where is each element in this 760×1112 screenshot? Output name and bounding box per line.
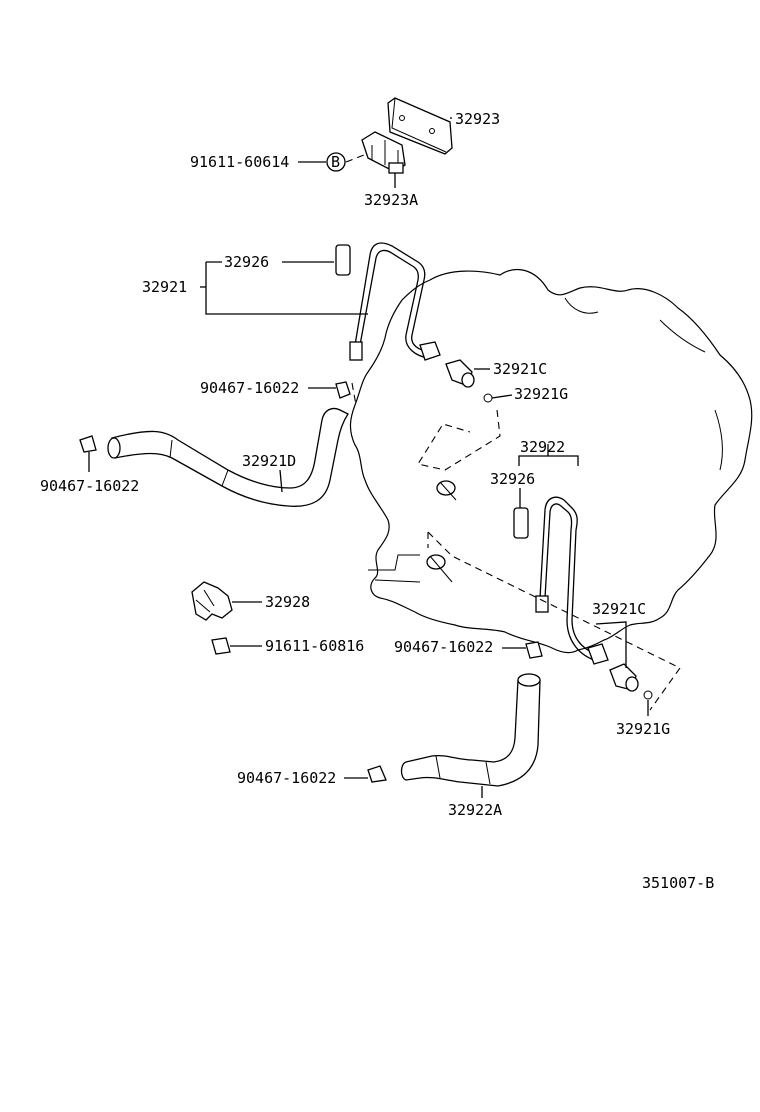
label-91611-60816: 91611-60816: [265, 637, 364, 655]
clamp-90467-bottom-icon: [367, 765, 387, 783]
nut-91611-60816-icon: [211, 637, 231, 655]
transmission-detail-2: [659, 319, 706, 353]
transmission-detail-5: [374, 579, 421, 583]
clamp-90467-mid-icon: [525, 641, 543, 659]
label-32926-mid: 32926: [490, 470, 535, 488]
port-lower-detail: [429, 555, 453, 583]
clamp-32923A-icon: [361, 131, 406, 173]
label-90467-bottom: 90467-16022: [237, 769, 336, 787]
hose-32922A-band: [435, 755, 491, 785]
dashed-guide-mid: [427, 531, 681, 711]
label-91611-60614: 91611-60614: [190, 153, 289, 171]
transmission-detail-4: [368, 554, 420, 571]
pipe-32922-icon: [539, 496, 597, 655]
leader-32921D: [279, 469, 283, 493]
leader-91611-60614: [345, 154, 365, 163]
gasket-32921G-top-icon: [483, 393, 493, 403]
label-circle-b: B: [331, 153, 340, 171]
bracket-32922: [518, 455, 579, 466]
label-32921G-top: 32921G: [514, 385, 568, 403]
label-32921C-top: 32921C: [493, 360, 547, 378]
transmission-outline: [349, 268, 753, 654]
port-lower-icon: [426, 554, 446, 570]
pipe-32922-end-fitting: [535, 595, 549, 613]
label-32923A: 32923A: [364, 191, 418, 209]
label-90467-left: 90467-16022: [40, 477, 139, 495]
gasket-32921G-bottom-icon: [643, 690, 653, 700]
label-90467-top: 90467-16022: [200, 379, 299, 397]
clamp-90467-left-icon: [79, 435, 97, 453]
connector-32921C-right-face: [625, 676, 639, 692]
label-32921: 32921: [142, 278, 187, 296]
label-32921G-bottom: 32921G: [616, 720, 670, 738]
pipe-32921-icon: [354, 242, 431, 353]
clamp-32923A-tab: [388, 162, 404, 174]
bracket-32921: [205, 261, 368, 315]
bracket-hole-1: [399, 115, 405, 121]
hose-32922A-end: [517, 673, 541, 687]
pipe-32922-nut: [587, 643, 609, 665]
hose-32921D-icon: [111, 407, 349, 507]
circle-b-marker: [326, 152, 346, 172]
label-32926-top: 32926: [224, 253, 269, 271]
label-90467-mid: 90467-16022: [394, 638, 493, 656]
sleeve-32926-top-icon: [335, 244, 351, 276]
label-32923: 32923: [455, 110, 500, 128]
label-32922: 32922: [520, 438, 565, 456]
dashed-guide-top: [417, 409, 501, 471]
bracket-32923-face: [391, 97, 447, 153]
dashed-guide-top-2: [351, 382, 357, 406]
connector-32921C-top-face: [461, 372, 475, 388]
pipe-32921-inner: [359, 249, 429, 359]
label-32921D: 32921D: [242, 452, 296, 470]
hose-32921D-band: [169, 439, 229, 487]
clamp-90467-top-icon: [335, 381, 351, 399]
leader-32921C-right: [595, 621, 627, 668]
bracket-hole-2: [429, 128, 435, 134]
hose-32921D-end: [107, 437, 121, 459]
label-32922A: 32922A: [448, 801, 502, 819]
sleeve-32926-mid-icon: [513, 507, 529, 539]
hose-32922A-icon: [400, 673, 541, 787]
leader-32921G-top: [491, 394, 513, 399]
clip-32928-detail: [195, 589, 215, 613]
pipe-32922-inner: [544, 503, 595, 661]
transmission-detail-1: [564, 297, 599, 314]
clip-32928-icon: [191, 581, 233, 621]
pipe-32921-end-fitting: [349, 341, 363, 361]
transmission-detail-3: [714, 409, 723, 471]
label-32921C-right: 32921C: [592, 600, 646, 618]
label-32928: 32928: [265, 593, 310, 611]
pipe-32921-nut: [419, 341, 441, 361]
figure-code: 351007-B: [642, 874, 714, 892]
port-upper-detail: [439, 481, 457, 501]
